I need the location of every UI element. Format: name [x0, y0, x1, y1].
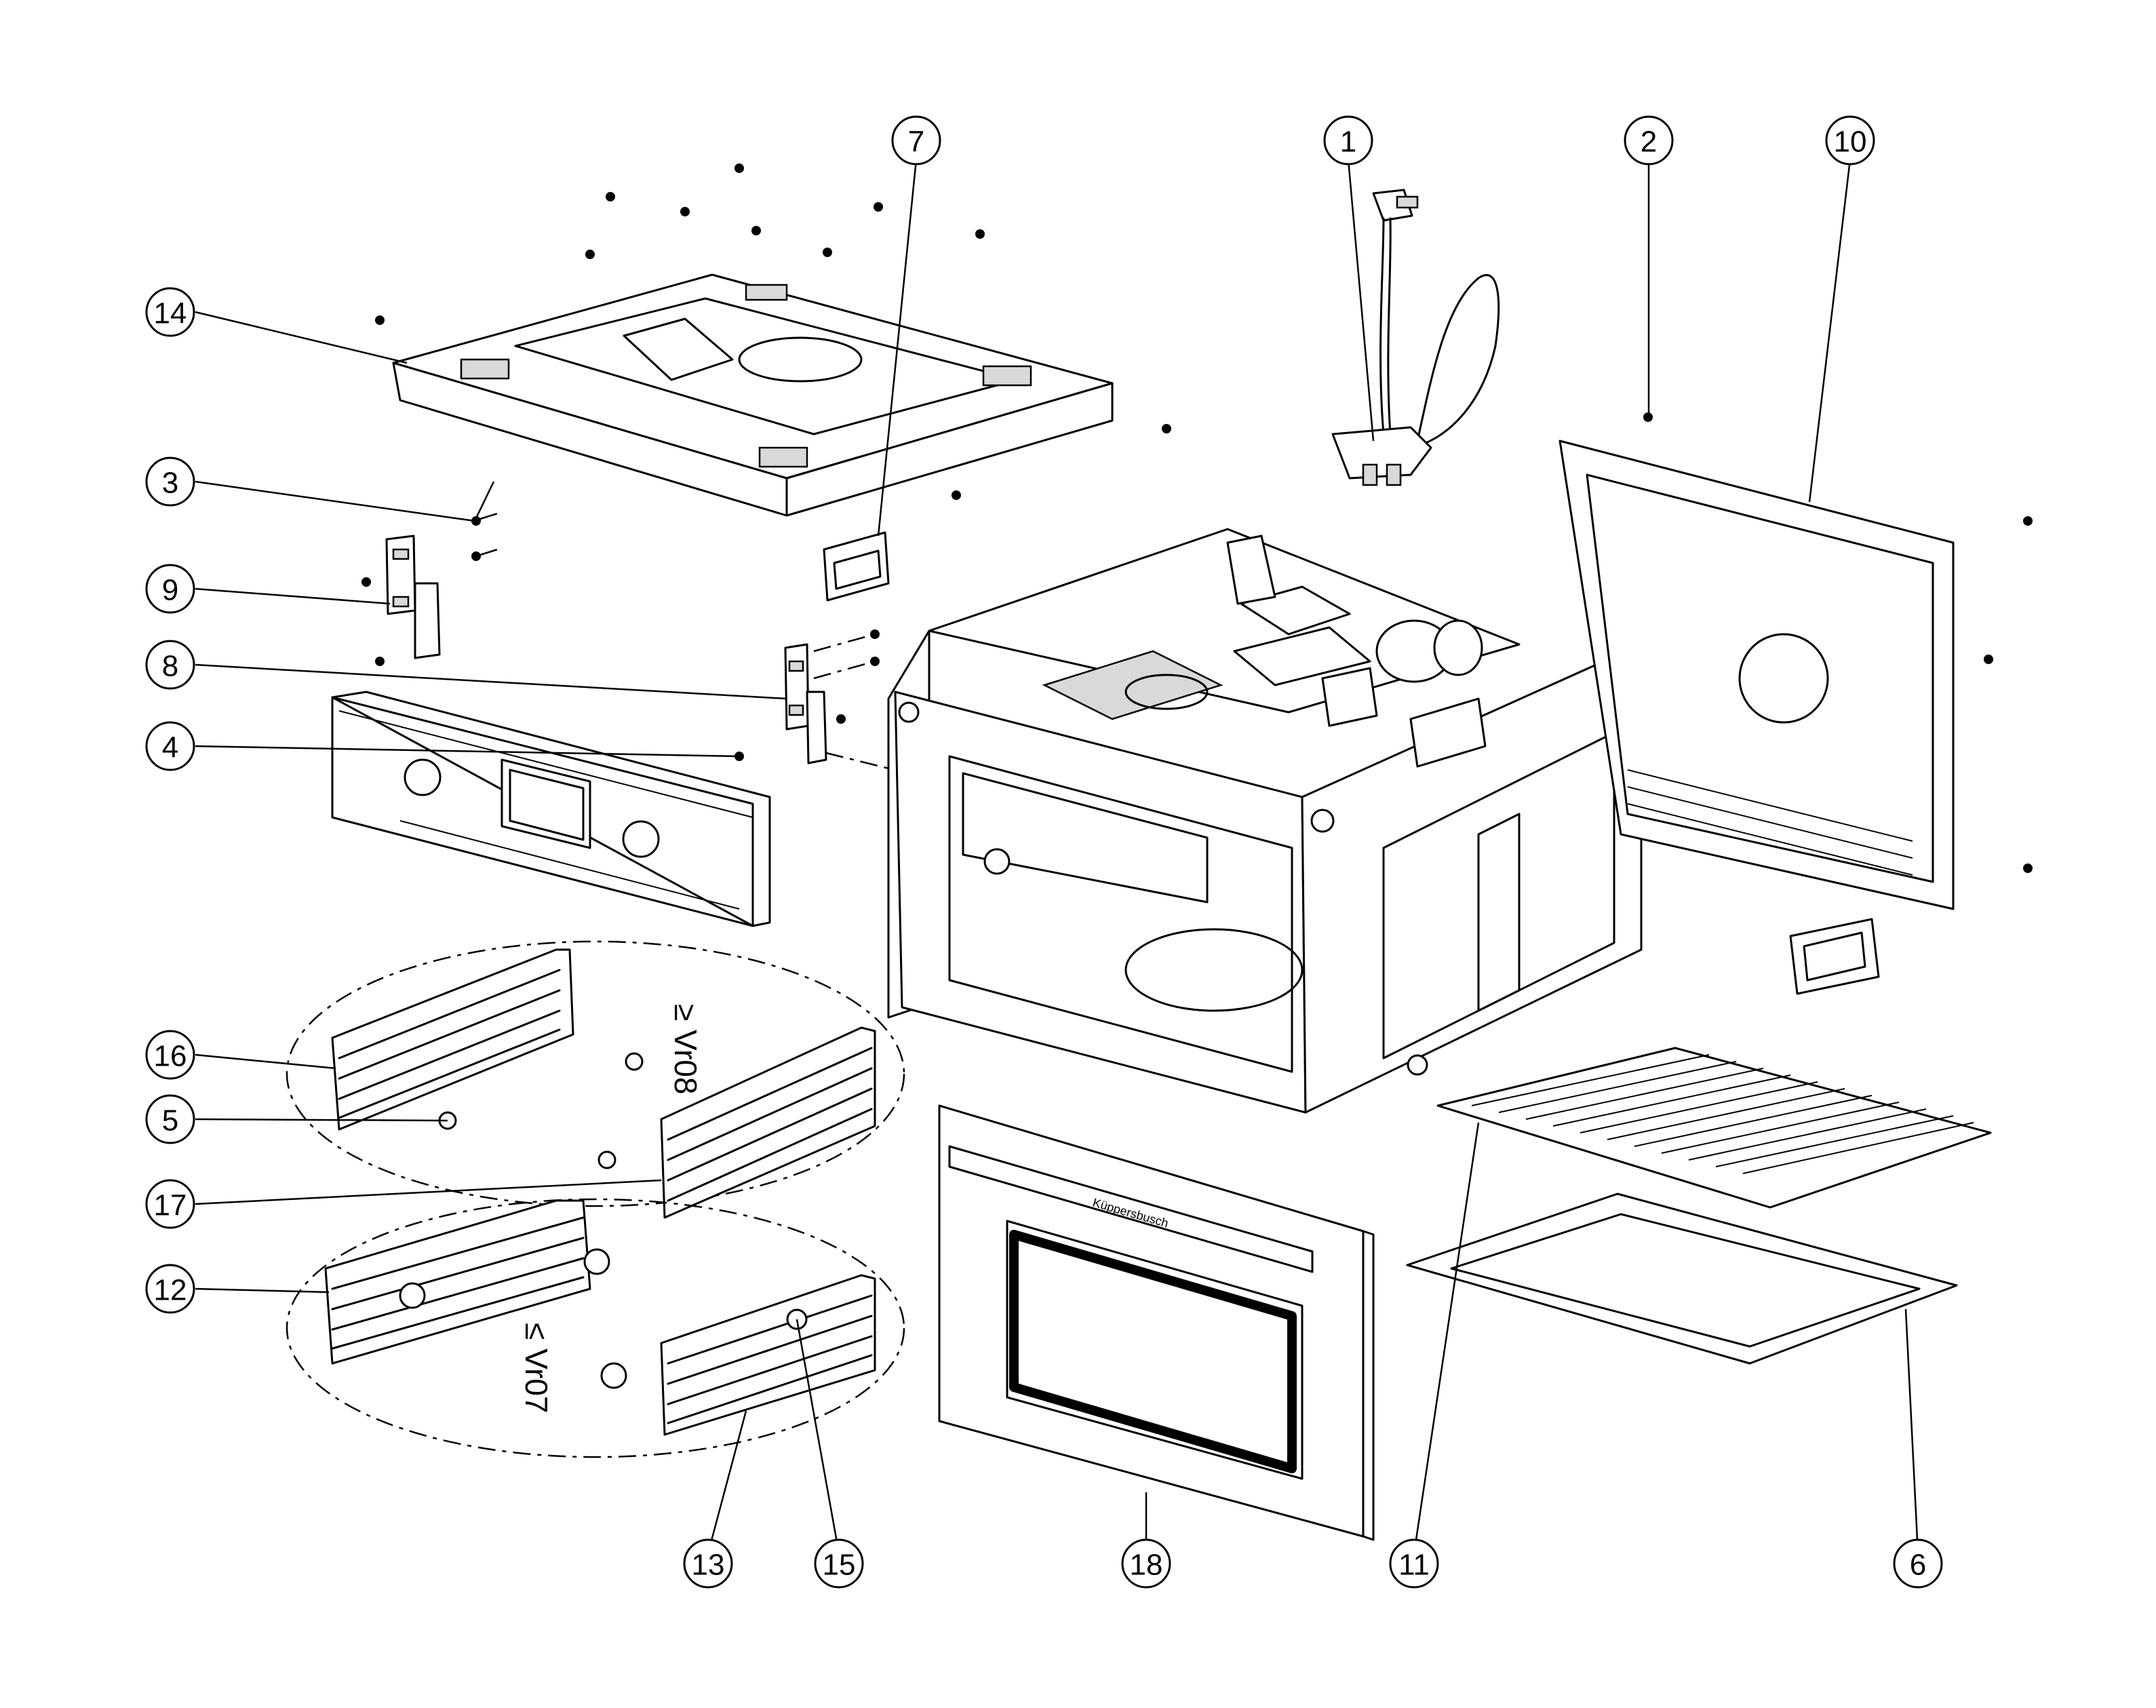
control-panel	[331, 691, 771, 927]
svg-text:18: 18	[1130, 1549, 1163, 1582]
callout-18: 18	[1121, 1538, 1171, 1589]
callout-2: 2	[1624, 115, 1674, 166]
side-rails-upper-group: ≥ Vr08	[286, 940, 905, 1219]
svg-text:5: 5	[162, 1104, 178, 1138]
svg-text:9: 9	[162, 574, 178, 607]
callout-5: 5	[145, 1094, 195, 1144]
callout-16: 16	[145, 1030, 195, 1080]
svg-text:15: 15	[823, 1549, 856, 1582]
svg-text:1: 1	[1340, 125, 1356, 159]
callout-1: 1	[1323, 115, 1373, 166]
svg-text:17: 17	[154, 1189, 187, 1222]
svg-text:8: 8	[162, 650, 178, 683]
leader-lines	[195, 159, 1919, 1554]
oven-main-body	[887, 528, 1643, 1114]
left-hinge-bracket	[361, 511, 503, 666]
callout-10: 10	[1825, 115, 1875, 166]
svg-text:4: 4	[162, 731, 178, 764]
callout-13: 13	[683, 1538, 733, 1589]
side-rail-left-lower	[324, 1199, 591, 1365]
callout-14: 14	[145, 287, 195, 337]
top-cover-panel	[392, 273, 1114, 517]
svg-text:16: 16	[154, 1040, 187, 1073]
svg-text:13: 13	[692, 1549, 725, 1582]
svg-text:6: 6	[1910, 1549, 1926, 1582]
wire-shelf	[1436, 1047, 1992, 1209]
side-rail-left-upper	[331, 948, 574, 1131]
callout-7: 7	[891, 115, 941, 166]
power-cord-with-terminal	[1331, 189, 1500, 486]
callout-6: 6	[1893, 1538, 1943, 1589]
oven-door: Küppersbusch	[938, 1104, 1375, 1541]
callout-4: 4	[145, 721, 195, 771]
rear-mount-bracket	[1789, 918, 1880, 995]
callout-12: 12	[145, 1264, 195, 1314]
callout-8: 8	[145, 640, 195, 690]
top-cover-screws	[375, 163, 2033, 873]
side-rails-lower-group: ≤ Vr07	[286, 1198, 905, 1458]
variant-label-upper: ≥ Vr08	[668, 1004, 703, 1095]
callout-11: 11	[1389, 1538, 1439, 1589]
vent-cover	[823, 531, 890, 602]
callout-17: 17	[145, 1179, 195, 1229]
side-rail-right-upper	[660, 1026, 876, 1219]
svg-text:3: 3	[162, 467, 178, 500]
callout-3: 3	[145, 457, 195, 507]
svg-text:12: 12	[154, 1274, 187, 1307]
svg-text:2: 2	[1641, 125, 1657, 159]
wire-shelf-rods	[1471, 1054, 1974, 1174]
callout-15: 15	[814, 1538, 864, 1589]
side-rail-right-lower	[660, 1274, 876, 1436]
baking-tray	[1406, 1192, 1958, 1365]
callout-9: 9	[145, 564, 195, 614]
back-panel-vents	[1627, 769, 1913, 876]
svg-text:14: 14	[154, 297, 187, 330]
right-hinge-bracket	[734, 629, 964, 788]
svg-text:11: 11	[1398, 1549, 1430, 1582]
variant-label-lower: ≤ Vr07	[519, 1323, 554, 1414]
svg-text:7: 7	[908, 125, 924, 159]
svg-text:10: 10	[1834, 125, 1867, 159]
back-panel	[1559, 440, 1955, 910]
